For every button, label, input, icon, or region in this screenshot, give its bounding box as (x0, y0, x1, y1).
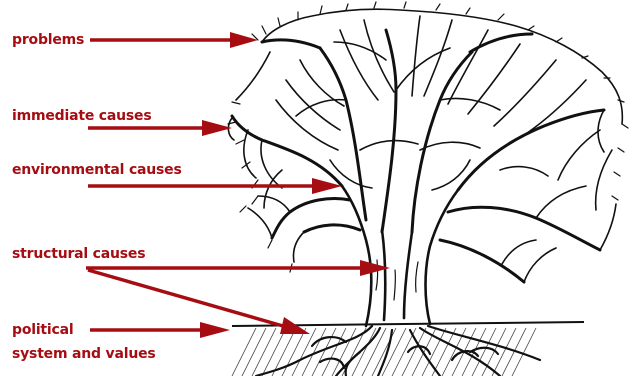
label-problems: problems (12, 32, 84, 48)
label-immediate-causes: immediate causes (12, 108, 151, 124)
label-political-line1: political (12, 322, 73, 338)
environmental-causes-arrow (88, 178, 342, 194)
tree-branches (232, 30, 604, 282)
structural-causes-arrow-roots (88, 270, 310, 334)
label-political-line2: system and values (12, 346, 156, 362)
label-structural-causes: structural causes (12, 246, 145, 262)
arrows (86, 32, 390, 338)
political-arrow (90, 322, 230, 338)
structural-causes-arrow-trunk (86, 260, 390, 276)
problems-arrow (90, 32, 258, 48)
tree-trunk (342, 186, 458, 326)
label-environmental-causes: environmental causes (12, 162, 182, 178)
labels: problems immediate causes environmental … (12, 32, 182, 362)
